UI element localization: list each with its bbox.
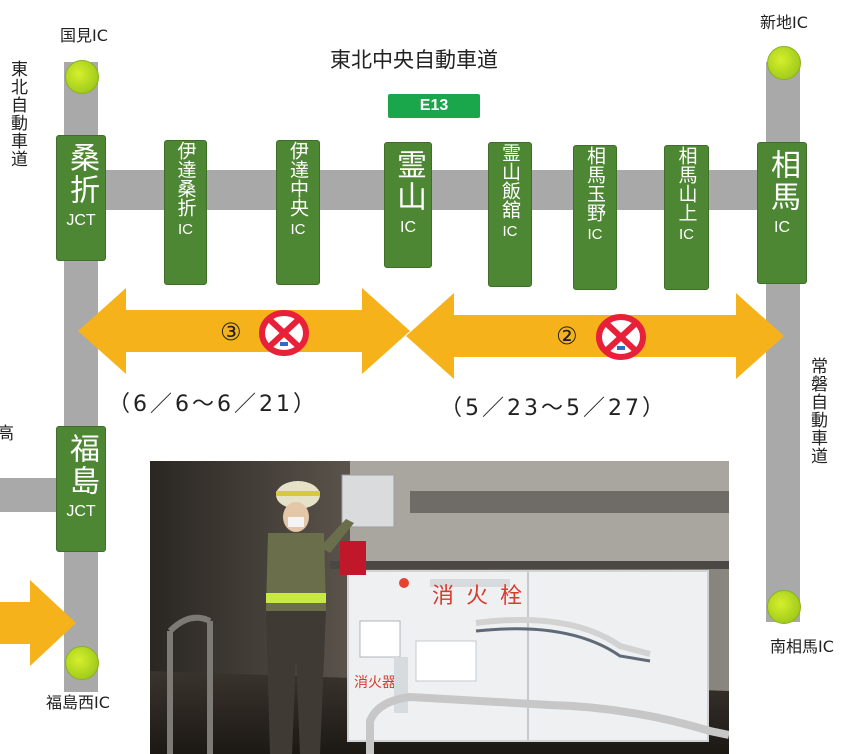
tunnel-inspection-photo: 消 火 栓 消火器 [150,461,729,754]
minamisoma-ic-label: 南相馬IC [770,637,834,656]
closure-arrow-2 [406,293,784,379]
svg-text:栓: 栓 [500,584,522,609]
soma-ic: 相馬 IC [757,142,807,284]
fukushima-nishi-ic-marker [65,646,99,680]
tohoku-expressway-label: 東北自動車道 [7,60,27,168]
svg-text:消火器: 消火器 [354,675,396,691]
kunimi-ic-marker [65,60,99,94]
closure-number-3: ③ [220,318,242,346]
closure-period-2: （5／23～5／27） [440,396,667,421]
closure-period-3: （6／6～6／21） [108,392,318,417]
fukushima-nishi-ic-label: 福島西IC [46,693,110,712]
shinchi-ic-label: 新地IC [760,13,808,32]
kunimi-ic-label: 国見IC [60,26,108,45]
ryozen-iitate-ic: 霊山飯舘 IC [488,142,532,287]
fukushima-jct: 福島 JCT [56,426,106,552]
no-vehicles-sign-icon [259,310,309,356]
soma-tamano-ic: 相馬玉野 IC [573,145,617,290]
svg-text:火: 火 [466,584,488,609]
soma-yamakami-ic: 相馬山上 IC [664,145,709,290]
fukushima-branch-road [0,478,64,512]
closure-number-2: ② [556,322,578,350]
minamisoma-ic-marker [767,590,801,624]
date-chuo-ic: 伊達中央 IC [276,140,320,285]
expressway-title: 東北中央自動車道 [330,48,498,72]
no-vehicles-sign-icon [596,314,646,360]
partial-left-label: 高 [0,424,13,442]
left-partial-arrow [0,580,76,666]
svg-text:消: 消 [432,584,454,609]
shinchi-ic-marker [767,46,801,80]
route-badge: E13 [388,94,480,118]
date-kuwaori-ic: 伊達桑折 IC [164,140,207,285]
ryozen-ic: 霊山 IC [384,142,432,268]
closure-arrow-3 [78,288,410,374]
joban-expressway-label: 常磐自動車道 [807,357,827,465]
kuwaori-jct: 桑折 JCT [56,135,106,261]
